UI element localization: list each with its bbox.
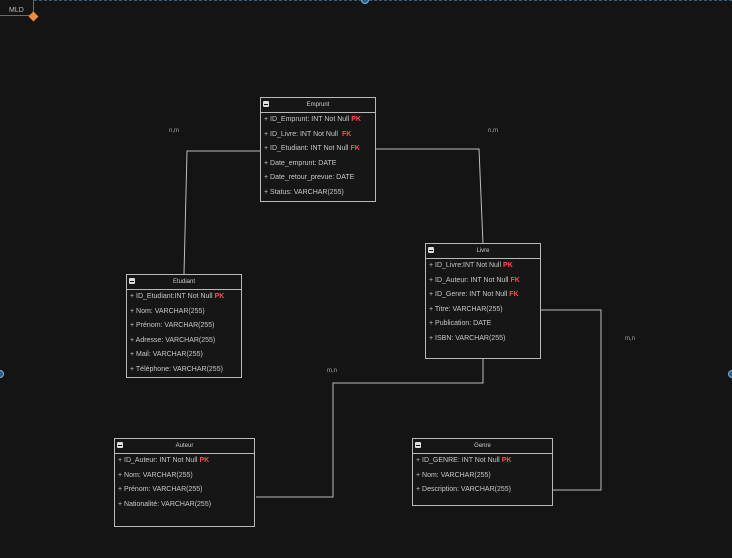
key-badge: PK	[199, 457, 210, 464]
field-text: + ID_GENRE: INT Not Null	[416, 457, 500, 464]
field-text: + Publication: DATE	[429, 320, 492, 328]
entity-header[interactable]: Genre	[413, 439, 552, 454]
cardinality-emprunt-etudiant: n,m	[169, 128, 180, 134]
entity-header[interactable]: Livre	[426, 244, 540, 259]
field-text: + ID_Etudiant: INT Not Null	[264, 145, 349, 153]
entity-field[interactable]: + Description: VARCHAR(255)	[413, 483, 552, 498]
collapse-icon[interactable]	[263, 101, 269, 107]
field-text: + ISBN: VARCHAR(255)	[429, 334, 506, 342]
entity-field[interactable]: + Status: VARCHAR(255)	[261, 186, 375, 201]
collapse-icon[interactable]	[428, 247, 434, 253]
cardinality-livre-genre: m,n	[625, 336, 636, 342]
entity-title: Livre	[476, 248, 490, 254]
field-text: + Description: VARCHAR(255)	[416, 486, 511, 494]
field-text: + ID_Livre:INT Not Null	[429, 262, 502, 269]
key-badge: PK	[214, 293, 225, 300]
entity-header[interactable]: Auteur	[115, 439, 254, 454]
entity-field[interactable]: + Titre: VARCHAR(255)	[426, 303, 540, 318]
field-text: + Titre: VARCHAR(255)	[429, 305, 503, 313]
entity-field[interactable]: + Nom: VARCHAR(255)	[413, 469, 552, 484]
entity-title: Emprunt	[306, 102, 330, 108]
field-text: + Téléphone: VARCHAR(255)	[130, 365, 223, 373]
collapse-icon[interactable]	[117, 442, 123, 448]
frame-border	[34, 0, 732, 1]
entity-field[interactable]: + Date_retour_prevue: DATE	[261, 171, 375, 186]
field-text: + Status: VARCHAR(255)	[264, 188, 344, 196]
entity-field[interactable]: + Mail: VARCHAR(255)	[127, 348, 241, 363]
key-badge: FK	[509, 291, 519, 299]
field-text: + Nom: VARCHAR(255)	[118, 471, 193, 479]
entity-field[interactable]: + Publication: DATE	[426, 317, 540, 332]
entity-field[interactable]: + Nom: VARCHAR(255)	[127, 305, 241, 320]
entity-field[interactable]: + Prénom: VARCHAR(255)	[127, 319, 241, 334]
cardinality-livre-auteur: m,n	[327, 368, 338, 374]
field-text: + Nom: VARCHAR(255)	[416, 471, 491, 479]
relation-livre-auteur[interactable]	[256, 358, 484, 498]
field-text: + Prénom: VARCHAR(255)	[118, 486, 203, 494]
field-text: + Nationalité: VARCHAR(255)	[118, 500, 212, 508]
key-badge: PK	[501, 457, 512, 464]
key-badge: FK	[510, 276, 520, 284]
field-text: + ID_Auteur: INT Not Null	[429, 276, 509, 284]
field-text: + Date_retour_prevue: DATE	[264, 174, 355, 182]
entity-field[interactable]: + Nationalité: VARCHAR(255)	[115, 498, 254, 513]
relation-emprunt-livre[interactable]	[375, 148, 484, 245]
cardinality-emprunt-livre: n,m	[488, 128, 499, 134]
entity-title: Etudiant	[172, 279, 196, 285]
field-text: + Mail: VARCHAR(255)	[130, 351, 203, 359]
field-text: + Prénom: VARCHAR(255)	[130, 322, 215, 330]
relation-emprunt-etudiant[interactable]	[183, 150, 261, 275]
entity-field[interactable]: + Date_emprunt: DATE	[261, 157, 375, 172]
entity-field[interactable]: + Téléphone: VARCHAR(255)	[127, 363, 241, 378]
key-badge: PK	[351, 116, 361, 123]
entity-field[interactable]: + ISBN: VARCHAR(255)	[426, 332, 540, 347]
entity-field[interactable]: + Prénom: VARCHAR(255)	[115, 483, 254, 498]
right-edge-handle[interactable]	[728, 370, 732, 378]
field-text: + ID_Emprunt: INT Not Null	[264, 116, 350, 123]
frame-label[interactable]: MLD	[0, 0, 34, 16]
field-text: + ID_Livre: INT Not Null	[264, 130, 340, 138]
entity-header[interactable]: Emprunt	[261, 98, 375, 113]
collapse-icon[interactable]	[415, 442, 421, 448]
relation-livre-genre[interactable]	[541, 309, 602, 491]
entity-field[interactable]: + ID_Livre: INT Not Null FK	[261, 128, 375, 143]
entity-header[interactable]: Etudiant	[127, 275, 241, 290]
field-text: + Date_emprunt: DATE	[264, 159, 337, 167]
key-badge: FK	[350, 145, 360, 153]
key-badge: PK	[503, 262, 513, 269]
field-text: + Nom: VARCHAR(255)	[130, 307, 205, 315]
field-text: + Adresse: VARCHAR(255)	[130, 336, 216, 344]
field-text: + ID_Auteur: INT Not Null	[118, 457, 198, 464]
key-badge: FK	[341, 130, 352, 138]
entity-field[interactable]: + Nom: VARCHAR(255)	[115, 469, 254, 484]
collapse-icon[interactable]	[129, 278, 135, 284]
entity-field[interactable]: + Adresse: VARCHAR(255)	[127, 334, 241, 349]
entity-title: Auteur	[175, 443, 194, 449]
field-text: + ID_Etudiant:INT Not Null	[130, 293, 213, 300]
entity-title: Genre	[474, 443, 491, 449]
field-text: + ID_Genre: INT Not Null	[429, 291, 508, 299]
